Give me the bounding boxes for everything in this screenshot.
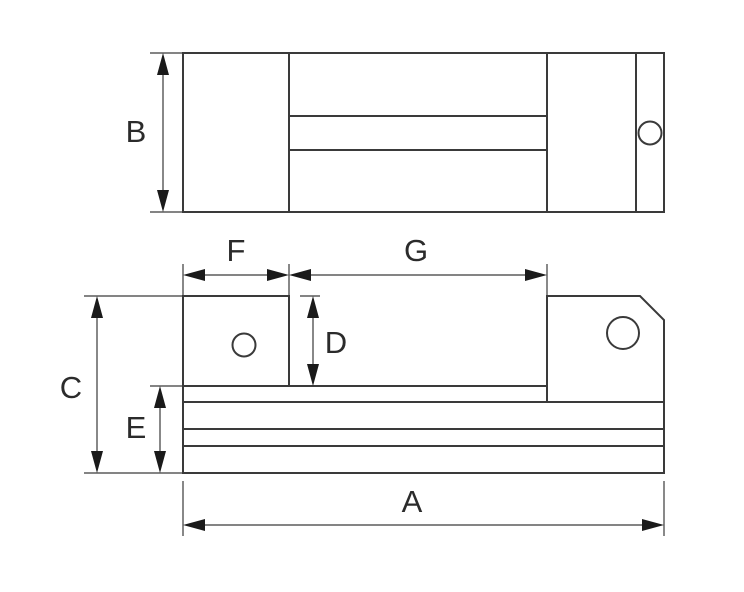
front-view-base: [182, 401, 665, 474]
dimension-a-arrow-left: [183, 519, 205, 531]
dimension-e: E: [126, 385, 183, 473]
dimension-d-arrow-bottom: [307, 364, 319, 386]
dimension-c-label: C: [60, 370, 82, 405]
front-view: [182, 295, 665, 474]
moving-jaw-screw-hole: [606, 316, 640, 350]
dimension-a-label: A: [402, 484, 423, 519]
dimension-f-arrow-right: [267, 269, 289, 281]
dimension-d-label: D: [325, 325, 347, 360]
dimension-d-arrow-top: [307, 296, 319, 318]
dimension-e-label: E: [126, 410, 147, 445]
dimension-b-label: B: [126, 114, 147, 149]
dimension-d: D: [300, 295, 347, 386]
dimension-b: B: [126, 52, 183, 213]
dimension-f-arrow-left: [183, 269, 205, 281]
dimension-e-arrow-top: [154, 386, 166, 408]
dimension-a: A: [182, 481, 665, 536]
dimension-b-arrow-bottom: [157, 190, 169, 212]
dimension-g: G: [289, 233, 548, 296]
dimension-f: F: [182, 233, 290, 296]
dimension-a-arrow-right: [642, 519, 664, 531]
dimension-c-arrow-bottom: [91, 451, 103, 473]
dimension-b-arrow-top: [157, 53, 169, 75]
top-view-screw-hole: [637, 120, 663, 146]
front-view-fixed-jaw: [182, 295, 290, 387]
dimension-c: C: [60, 295, 183, 474]
top-view-outline: [182, 52, 665, 213]
dimension-c-arrow-top: [91, 296, 103, 318]
dimension-e-arrow-bottom: [154, 451, 166, 473]
fixed-jaw-hole: [231, 332, 257, 358]
top-view: [182, 52, 665, 213]
dimension-g-arrow-left: [289, 269, 311, 281]
front-view-moving-jaw: [546, 295, 665, 402]
dimension-g-arrow-right: [525, 269, 547, 281]
dimension-g-label: G: [404, 233, 428, 268]
dimension-f-label: F: [227, 233, 246, 268]
